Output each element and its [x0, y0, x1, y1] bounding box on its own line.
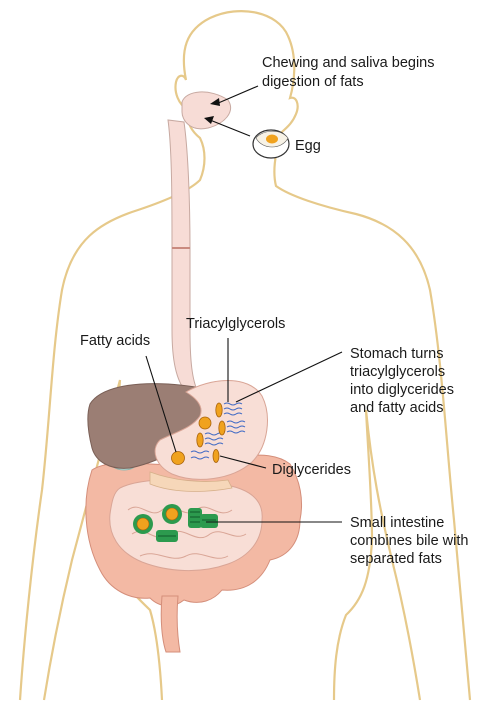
small-intestine	[109, 479, 263, 571]
rectum	[160, 595, 181, 653]
chewing-label-line1: Chewing and saliva begins	[262, 55, 435, 71]
fatty-acid-molecule	[171, 451, 185, 465]
chewing-leader-line	[215, 85, 259, 105]
bile-fat-complex	[156, 530, 178, 542]
esophagus-tube	[167, 119, 199, 393]
diglycerides-label: Diglycerides	[272, 462, 351, 478]
triacylglycerol-molecule	[215, 402, 243, 418]
stomach-leader-line	[235, 351, 343, 403]
intestine-label-line1: Small intestine	[350, 515, 444, 531]
stomach-label-line1: Stomach turns	[350, 346, 444, 362]
fatty-acids-label: Fatty acids	[80, 333, 150, 349]
fatty-acid-molecule	[198, 416, 212, 430]
arrowhead-icon	[204, 116, 214, 124]
stomach-label-line4: and fatty acids	[350, 400, 444, 416]
egg-label: Egg	[295, 138, 321, 154]
intestine-label-line2: combines bile with	[350, 533, 468, 549]
esophagus	[181, 91, 231, 130]
stomach-label-line2: triacylglycerols	[350, 364, 445, 380]
diglyceride-molecule	[190, 449, 220, 463]
fatty-acids-leader-line	[145, 355, 177, 453]
triacylglycerol-molecule	[196, 432, 224, 448]
arrowhead-icon	[210, 98, 220, 106]
stomach-label-line3: into diglycerides	[350, 382, 454, 398]
bile-fat-complex	[133, 514, 153, 534]
pancreas	[149, 471, 233, 492]
egg-leader-line	[209, 119, 251, 137]
bile-fat-complex	[188, 508, 202, 528]
intestine-label-line3: separated fats	[350, 551, 442, 567]
egg-icon	[252, 129, 290, 159]
triacylglycerols-label: Triacylglycerols	[186, 316, 285, 332]
chewing-label-line2: digestion of fats	[262, 74, 364, 90]
diglycerides-leader-line	[219, 455, 267, 469]
bile-fat-complex	[162, 504, 182, 524]
bile-fat-complex	[200, 514, 218, 528]
triacylglycerol-molecule	[218, 420, 246, 436]
